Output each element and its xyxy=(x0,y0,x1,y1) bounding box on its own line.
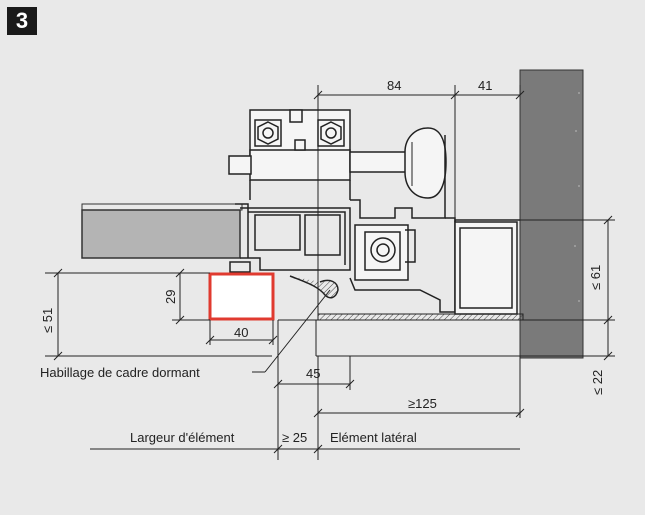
frame-cover-highlight xyxy=(208,272,275,321)
label-element-width: Largeur d'élément xyxy=(130,430,235,445)
handle-knob xyxy=(404,127,447,199)
wall-block xyxy=(519,69,584,359)
figure-number-badge: 3 xyxy=(7,7,37,35)
gasket xyxy=(289,275,339,299)
dim-84: 84 xyxy=(387,78,401,93)
dim-125: ≥125 xyxy=(408,396,437,411)
dim-61: ≤ 61 xyxy=(588,265,603,290)
left-panel xyxy=(81,209,241,259)
frame-profile xyxy=(229,135,520,315)
dim-22: ≤ 22 xyxy=(590,370,605,395)
round-insert xyxy=(370,237,396,263)
floor-hatch xyxy=(317,313,524,321)
dim-29: 29 xyxy=(163,290,178,304)
dim-40: 40 xyxy=(234,325,248,340)
label-lateral-element: Elément latéral xyxy=(330,430,417,445)
dim-41: 41 xyxy=(478,78,492,93)
bolt-left-icon xyxy=(254,119,282,147)
wall-specks xyxy=(574,92,580,302)
dim-25: ≥ 25 xyxy=(282,430,307,445)
dim-51: ≤ 51 xyxy=(40,308,55,333)
dimension-lines xyxy=(53,85,615,460)
bolt-right-icon xyxy=(317,119,345,147)
label-frame-cover: Habillage de cadre dormant xyxy=(40,365,200,380)
left-panel-top-bar xyxy=(81,203,243,211)
dim-45: 45 xyxy=(306,366,320,381)
